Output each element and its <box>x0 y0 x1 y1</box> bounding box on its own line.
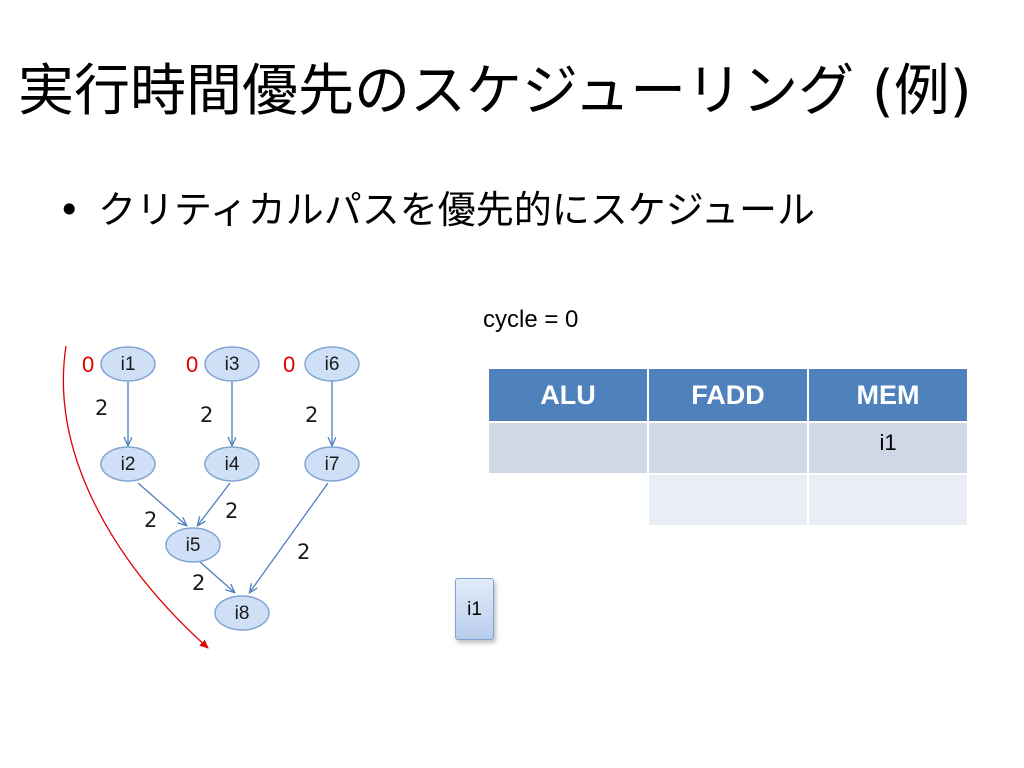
cell-alu <box>487 473 649 527</box>
slide-title: 実行時間優先のスケジューリング (例) <box>18 59 972 124</box>
table-header-row: ALU FADD MEM <box>487 367 969 423</box>
weight-i6-i7: 2 <box>305 403 318 427</box>
critical-path-arrow <box>62 345 209 649</box>
svg-text:i3: i3 <box>225 354 240 375</box>
cell-mem <box>807 473 969 527</box>
bullet-item: • クリティカルパスを優先的にスケジュール <box>58 182 815 238</box>
bullet-text: クリティカルパスを優先的にスケジュール <box>98 188 816 232</box>
table-row: i1 <box>487 421 969 475</box>
svg-text:i2: i2 <box>121 454 136 475</box>
edge-i5-i8 <box>199 561 234 592</box>
edge-i2-i5 <box>137 482 186 525</box>
weight-i2-i5: 2 <box>144 508 157 532</box>
weight-i4-i5: 2 <box>225 499 238 523</box>
weight-i7-i8: 2 <box>297 540 310 564</box>
weight-i5-i8: 2 <box>192 571 205 595</box>
start-value-i6: 0 <box>283 352 295 377</box>
weight-i3-i4: 2 <box>200 403 213 427</box>
svg-text:i4: i4 <box>225 454 240 475</box>
node-i2: i2 <box>100 446 156 482</box>
svg-text:i7: i7 <box>325 454 340 475</box>
start-value-i1: 0 <box>82 352 94 377</box>
node-i1: i1 <box>100 346 156 382</box>
dependency-graph: i1 i3 i6 i2 i4 i7 i5 i8 0 0 0 2 2 2 2 2 … <box>62 345 360 649</box>
edge-i7-i8 <box>250 482 329 592</box>
svg-text:i5: i5 <box>186 535 201 556</box>
table-row <box>487 473 969 527</box>
cell-fadd <box>647 473 809 527</box>
svg-text:i8: i8 <box>235 603 250 624</box>
bullet-dot: • <box>58 188 81 232</box>
ready-instruction-i1: i1 <box>455 578 494 640</box>
cell-mem: i1 <box>807 421 969 475</box>
node-i6: i6 <box>304 346 360 382</box>
cell-alu <box>487 421 649 475</box>
edge-i4-i5 <box>198 482 231 525</box>
node-i5: i5 <box>165 527 221 563</box>
header-alu: ALU <box>487 367 649 423</box>
svg-text:i1: i1 <box>121 354 136 375</box>
cycle-label: cycle = 0 <box>483 306 579 333</box>
node-i7: i7 <box>304 446 360 482</box>
resource-table: ALU FADD MEM i1 <box>487 367 969 527</box>
cell-fadd <box>647 421 809 475</box>
header-fadd: FADD <box>647 367 809 423</box>
node-i8: i8 <box>214 595 270 631</box>
node-i3: i3 <box>204 346 260 382</box>
header-mem: MEM <box>807 367 969 423</box>
svg-text:i6: i6 <box>325 354 340 375</box>
start-value-i3: 0 <box>186 352 198 377</box>
weight-i1-i2: 2 <box>95 396 108 420</box>
node-i4: i4 <box>204 446 260 482</box>
